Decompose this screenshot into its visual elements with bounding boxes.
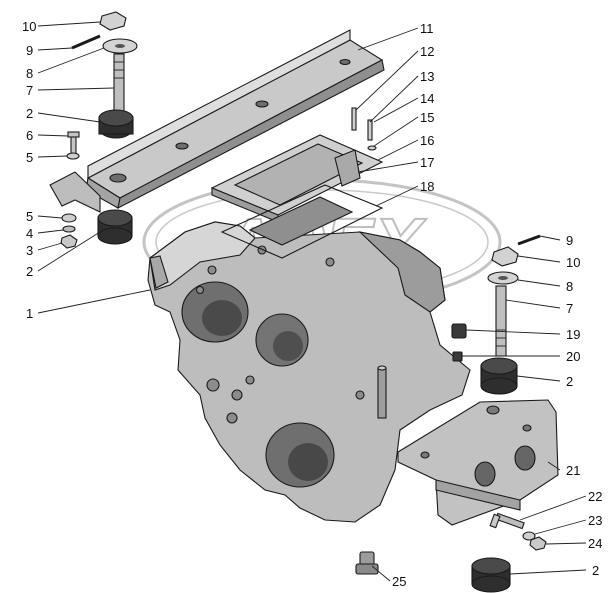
callout-11: 11	[420, 21, 434, 36]
right-pin-9	[517, 234, 541, 246]
callout-5: 5	[26, 150, 33, 165]
callout-2: 2	[592, 563, 599, 578]
right-nut-10	[491, 246, 519, 267]
callout-15: 15	[420, 110, 434, 125]
mounting-bracket	[397, 399, 559, 526]
washer-4	[62, 225, 76, 233]
washer-5a	[66, 152, 80, 160]
callout-13: 13	[420, 69, 434, 84]
callout-21: 21	[566, 463, 580, 478]
right-bolt-7	[495, 285, 507, 357]
bolt-12	[351, 107, 357, 131]
callout-18: 18	[420, 179, 434, 194]
callout-9: 9	[566, 233, 573, 248]
callout-16: 16	[420, 133, 434, 148]
gearbox-housing	[147, 221, 471, 523]
callout-25: 25	[392, 574, 406, 589]
callout-14: 14	[420, 91, 434, 106]
bolt-13	[367, 119, 373, 141]
callout-labels: 10 9 8 7 2 6 5 5 4 3 2 1 11 12 13 14 15 …	[22, 19, 602, 589]
callout-6: 6	[26, 128, 33, 143]
plug-20	[452, 351, 463, 362]
leader-lines	[37, 21, 587, 582]
callout-2: 2	[26, 264, 33, 279]
nut-3	[60, 234, 78, 249]
cover-gasket	[220, 184, 384, 259]
left-rubber-cushion-2b	[97, 209, 133, 245]
right-rubber-cushion-2c	[480, 357, 518, 395]
callout-9: 9	[26, 43, 33, 58]
callout-24: 24	[588, 536, 602, 551]
right-washer-8	[487, 271, 519, 285]
washer-15	[367, 145, 377, 151]
callout-5: 5	[26, 209, 33, 224]
callout-22: 22	[588, 489, 602, 504]
washer-5b	[61, 213, 77, 223]
plug-25	[355, 551, 379, 575]
callout-7: 7	[566, 301, 573, 316]
callout-20: 20	[566, 349, 580, 364]
callout-2: 2	[566, 374, 573, 389]
callout-2: 2	[26, 106, 33, 121]
left-bolt-7	[113, 53, 125, 117]
callout-19: 19	[566, 327, 580, 342]
housing-stud	[377, 365, 387, 419]
plug-19	[451, 323, 467, 339]
callout-3: 3	[26, 243, 33, 258]
washer-23	[522, 531, 536, 541]
callout-12: 12	[420, 44, 434, 59]
bolt-22	[489, 512, 525, 530]
callout-8: 8	[566, 279, 573, 294]
callout-10: 10	[22, 19, 36, 34]
callout-7: 7	[26, 83, 33, 98]
callout-17: 17	[420, 155, 434, 170]
nut-24	[529, 536, 547, 551]
support-beam	[85, 29, 385, 210]
cover-bracket-17	[334, 149, 361, 187]
left-washer-8	[102, 38, 138, 54]
callout-4: 4	[26, 226, 33, 241]
bolt-6	[67, 131, 80, 155]
rubber-cushion-2d	[471, 557, 511, 593]
callout-8: 8	[26, 66, 33, 81]
callout-1: 1	[26, 306, 33, 321]
callout-10: 10	[566, 255, 580, 270]
left-nut-10	[99, 11, 127, 31]
left-pin-9	[71, 34, 101, 50]
left-bracket	[49, 171, 101, 213]
callout-23: 23	[588, 513, 602, 528]
left-rubber-cushion-2a	[98, 109, 134, 139]
